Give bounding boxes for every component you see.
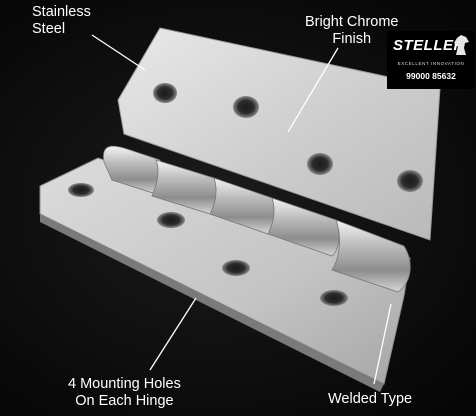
bottom-plate-holes — [68, 183, 348, 306]
logo-tagline: EXCELLENT INNOVATION — [397, 61, 465, 66]
top-plate-holes — [153, 83, 423, 192]
logo-brand: STELLER — [393, 37, 465, 54]
callout-stainless-steel: Stainless Steel — [32, 4, 91, 37]
callout-bright-chrome-finish: Bright Chrome Finish — [305, 14, 399, 47]
callout-mounting-holes: 4 Mounting Holes On Each Hinge — [68, 376, 181, 409]
hinge-knuckles — [103, 145, 411, 293]
callout-lines — [91, 34, 392, 385]
logo-phone: 99000 85632 — [406, 71, 456, 81]
steller-logo: STELLER EXCELLENT INNOVATION 99000 85632 — [387, 31, 475, 89]
callout-welded-type: Welded Type — [328, 391, 413, 407]
horse-head-icon — [454, 35, 469, 55]
